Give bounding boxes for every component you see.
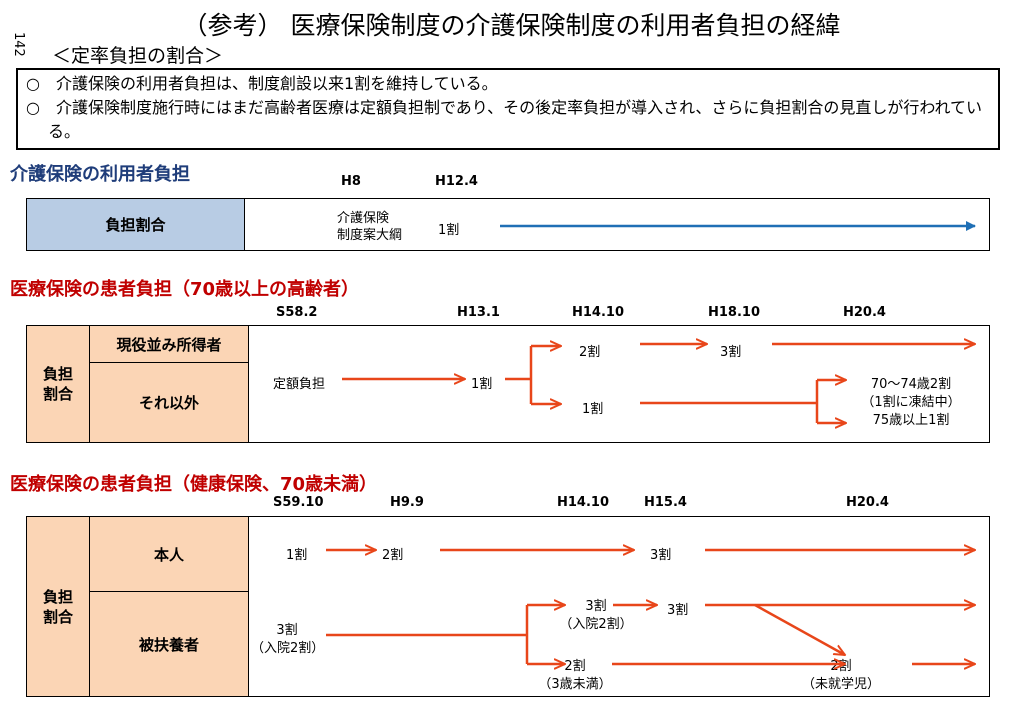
plan-label: 介護保険 制度案大綱 bbox=[337, 210, 402, 244]
health-insurance-table: 負担 割合 本人 被扶養者 bbox=[26, 516, 990, 697]
arrow bbox=[754, 603, 845, 655]
dependent-lower-label: 2割 （3歳未満） bbox=[534, 658, 616, 694]
row-label: 被扶養者 bbox=[89, 591, 249, 697]
care-insurance-table: 負担割合 bbox=[26, 198, 990, 251]
timeline-label: H8 bbox=[341, 174, 361, 189]
ratio-label: 1割 bbox=[582, 402, 604, 417]
note-2: ○ 介護保険制度施行時にはまだ高齢者医療は定額負担制であり、その後定率負担が導入… bbox=[26, 98, 983, 141]
plan-label-line: 制度案大綱 bbox=[337, 228, 403, 243]
section-health-insurance-heading: 医療保険の患者負担（健康保険、70歳未満） bbox=[10, 474, 378, 495]
group-label: 負担 割合 bbox=[26, 325, 90, 443]
timeline-label: H9.9 bbox=[390, 495, 424, 510]
timeline-label: H14.10 bbox=[572, 305, 624, 320]
summary-box: ○ 介護保険の利用者負担は、制度創設以来1割を維持している。 ○ 介護保険制度施… bbox=[16, 68, 1000, 150]
final-ratio-line: 75歳以上1割 bbox=[872, 413, 950, 428]
dependent-upper-label: 3割 （入院2割） bbox=[556, 598, 636, 634]
timeline-label: H15.4 bbox=[644, 495, 687, 510]
page-subtitle: ＜定率負担の割合＞ bbox=[52, 45, 224, 67]
final-ratio-label: 70～74歳2割 （1割に凍結中） 75歳以上1割 bbox=[846, 376, 976, 430]
section-care-insurance-heading: 介護保険の利用者負担 bbox=[10, 164, 190, 185]
ratio-label: 1割 bbox=[438, 223, 460, 238]
ratio-label: 1割 bbox=[471, 377, 493, 392]
fixed-charge-label: 定額負担 bbox=[273, 377, 326, 392]
timeline-label: H20.4 bbox=[843, 305, 886, 320]
ratio-label: 1割 bbox=[286, 548, 308, 563]
timeline-cell bbox=[244, 198, 990, 251]
final-ratio-line: 70～74歳2割 bbox=[870, 377, 952, 392]
timeline-label: H20.4 bbox=[846, 495, 889, 510]
group-label: 負担 割合 bbox=[26, 516, 90, 697]
row-label: 現役並み所得者 bbox=[89, 325, 249, 363]
timeline-cell bbox=[248, 325, 990, 443]
elderly-table: 負担 割合 現役並み所得者 それ以外 bbox=[26, 325, 990, 443]
group-label-line: 負担 bbox=[42, 365, 73, 383]
row-label: 本人 bbox=[89, 516, 249, 592]
group-label-line: 割合 bbox=[42, 607, 73, 626]
ratio-label: 2割 bbox=[382, 548, 404, 563]
group-label-line: 割合 bbox=[42, 385, 73, 403]
ratio-label: 2割 bbox=[579, 345, 601, 360]
plan-label-line: 介護保険 bbox=[337, 211, 390, 226]
label-line: （入院2割） bbox=[559, 617, 633, 632]
label-line: （未就学児） bbox=[801, 677, 880, 692]
row-label: 負担割合 bbox=[26, 198, 245, 251]
section-elderly-heading: 医療保険の患者負担（70歳以上の高齢者） bbox=[10, 279, 360, 300]
timeline-label: S58.2 bbox=[276, 305, 318, 320]
timeline-label: S59.10 bbox=[273, 495, 324, 510]
timeline-label: H12.4 bbox=[435, 174, 478, 189]
label-line: 2割 bbox=[564, 659, 586, 674]
ratio-label: 3割 bbox=[650, 548, 672, 563]
page-title: （参考） 医療保険制度の介護保険制度の利用者負担の経緯 bbox=[182, 11, 841, 40]
timeline-label: H14.10 bbox=[557, 495, 609, 510]
label-line: （3歳未満） bbox=[538, 677, 612, 692]
note-1: ○ 介護保険の利用者負担は、制度創設以来1割を維持している。 bbox=[26, 74, 498, 93]
ratio-label: 3割 bbox=[667, 603, 689, 618]
timeline-label: H18.10 bbox=[708, 305, 760, 320]
dependent-start-label: 3割 （入院2割） bbox=[251, 622, 325, 658]
label-line: （入院2割） bbox=[251, 641, 325, 656]
label-line: 3割 bbox=[585, 599, 607, 614]
timeline-label: H13.1 bbox=[457, 305, 500, 320]
final-ratio-line: （1割に凍結中） bbox=[861, 395, 961, 410]
group-label-line: 負担 bbox=[42, 587, 73, 606]
row-label: それ以外 bbox=[89, 362, 249, 443]
label-line: 3割 bbox=[276, 623, 298, 638]
ratio-label: 3割 bbox=[720, 345, 742, 360]
